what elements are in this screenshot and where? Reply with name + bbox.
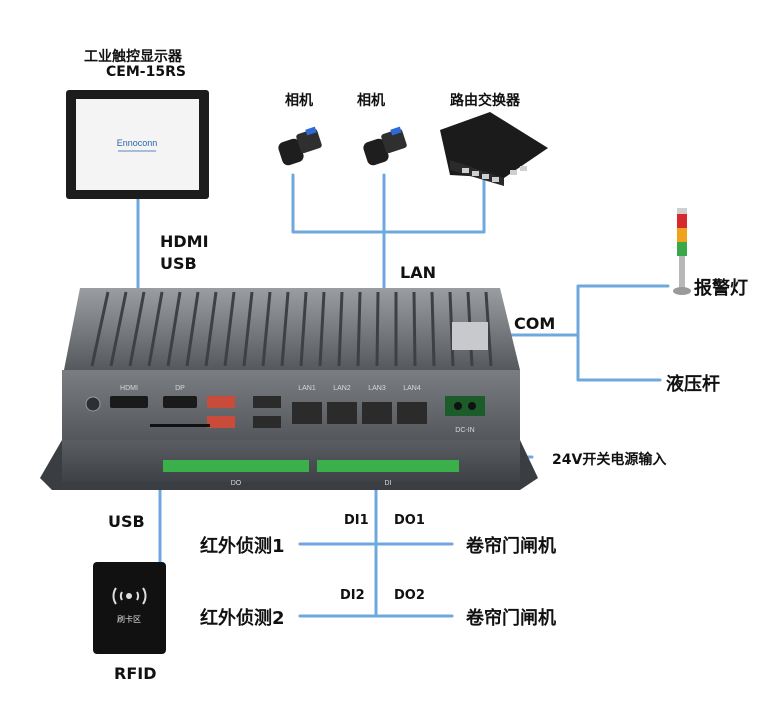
display-logo: Ennoconn — [117, 138, 158, 148]
di1-label: DI1 — [344, 513, 369, 528]
heatsink-fins — [90, 291, 493, 367]
touch-display: Ennoconn — [66, 90, 209, 199]
port-label-dp: DP — [175, 385, 185, 392]
port-label-lan1: LAN1 — [298, 385, 316, 392]
usb-top-label: USB — [160, 254, 197, 273]
terminal-label-di: DI — [385, 480, 392, 487]
camera-1 — [278, 126, 322, 166]
camera-1-label: 相机 — [285, 93, 313, 109]
com-label: COM — [514, 314, 556, 333]
display-model: CEM-15RS — [106, 64, 186, 80]
alarm-light — [673, 208, 691, 295]
router — [440, 112, 548, 186]
lan-label: LAN — [400, 263, 436, 282]
sensor-2-label: 红外侦测2 — [200, 608, 285, 629]
alarm-light-label: 报警灯 — [694, 278, 748, 299]
usb-left-label: USB — [108, 512, 145, 531]
hydraulic-rod-label: 液压杆 — [666, 374, 720, 395]
port-label-hdmi: HDMI — [120, 385, 138, 392]
do2-label: DO2 — [394, 588, 425, 603]
port-label-lan3: LAN3 — [368, 385, 386, 392]
camera-2 — [363, 126, 407, 166]
power-label: 24V开关电源输入 — [552, 452, 667, 468]
sensor-1-label: 红外侦测1 — [200, 536, 285, 557]
gate-2-label: 卷帘门闸机 — [466, 608, 556, 629]
gate-1-label: 卷帘门闸机 — [466, 536, 556, 557]
rfid-label: RFID — [114, 664, 157, 683]
hdmi-label: HDMI — [160, 232, 209, 251]
port-label-lan4: LAN4 — [403, 385, 421, 392]
camera-network-line — [291, 173, 486, 234]
industrial-pc: HDMI DP LAN1 LAN2 LAN3 LAN4 DC-IN DO DI — [40, 288, 538, 490]
camera-2-label: 相机 — [357, 93, 385, 109]
rfid-card-text: 刷卡区 — [117, 614, 141, 624]
com-branch-line — [576, 284, 670, 382]
port-label-dcin: DC-IN — [455, 427, 474, 434]
router-label: 路由交换器 — [450, 93, 520, 109]
terminal-blocks: DO DI — [163, 460, 459, 487]
di2-label: DI2 — [340, 588, 365, 603]
port-label-lan2: LAN2 — [333, 385, 351, 392]
port-labels: HDMI DP LAN1 LAN2 LAN3 LAN4 DC-IN — [120, 385, 475, 434]
rfid-reader: 刷卡区 — [93, 562, 166, 654]
do1-label: DO1 — [394, 513, 425, 528]
terminal-label-do: DO — [231, 480, 242, 487]
display-title: 工业触控显示器 — [84, 49, 182, 65]
